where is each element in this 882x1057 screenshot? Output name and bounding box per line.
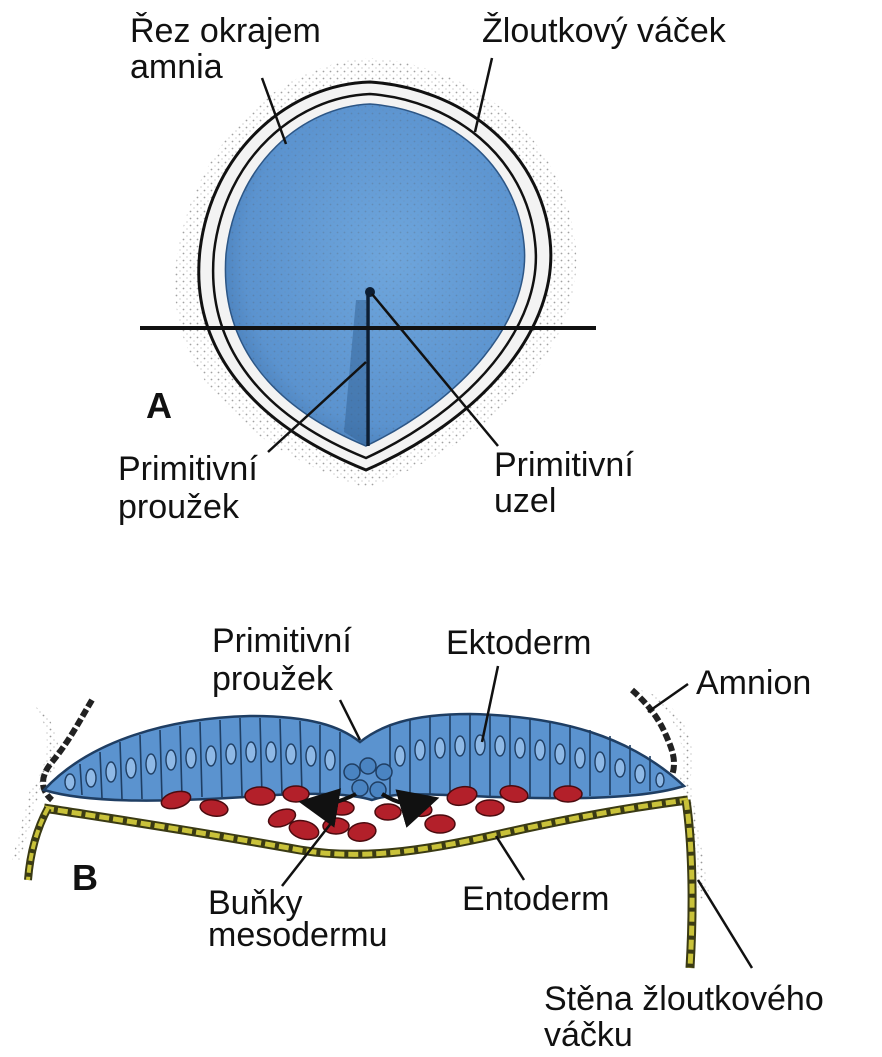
- leader-yolk-wall: [698, 880, 752, 968]
- label-ectoderm: Ektoderm: [446, 624, 592, 662]
- amnion-right-stipple: [640, 690, 710, 900]
- label-node-2: uzel: [494, 482, 556, 520]
- label-streak-a-1: Primitivní: [118, 450, 258, 488]
- label-amnion-edge-2: amnia: [130, 48, 223, 86]
- label-mesoderm-2: mesodermu: [208, 916, 388, 954]
- panel-b-letter: B: [72, 857, 98, 898]
- label-yolk-wall-2: váčku: [544, 1016, 633, 1054]
- label-streak-b-1: Primitivní: [212, 622, 352, 660]
- label-streak-a-2: proužek: [118, 488, 240, 526]
- label-node-1: Primitivní: [494, 446, 634, 484]
- label-amnion-edge-1: Řez okrajem: [130, 12, 321, 50]
- panel-a-letter: A: [146, 385, 172, 426]
- label-yolk-sac: Žloutkový váček: [482, 12, 727, 50]
- leader-endoderm: [496, 836, 524, 880]
- panel-b: Primitivní proužek Ektoderm Amnion B Buň…: [12, 622, 824, 1054]
- label-yolk-wall-1: Stěna žloutkového: [544, 980, 824, 1018]
- panel-a: Řez okrajem amnia Žloutkový váček A Prim…: [118, 12, 727, 526]
- label-streak-b-2: proužek: [212, 660, 334, 698]
- label-endoderm: Entoderm: [462, 880, 609, 918]
- label-amnion: Amnion: [696, 664, 811, 702]
